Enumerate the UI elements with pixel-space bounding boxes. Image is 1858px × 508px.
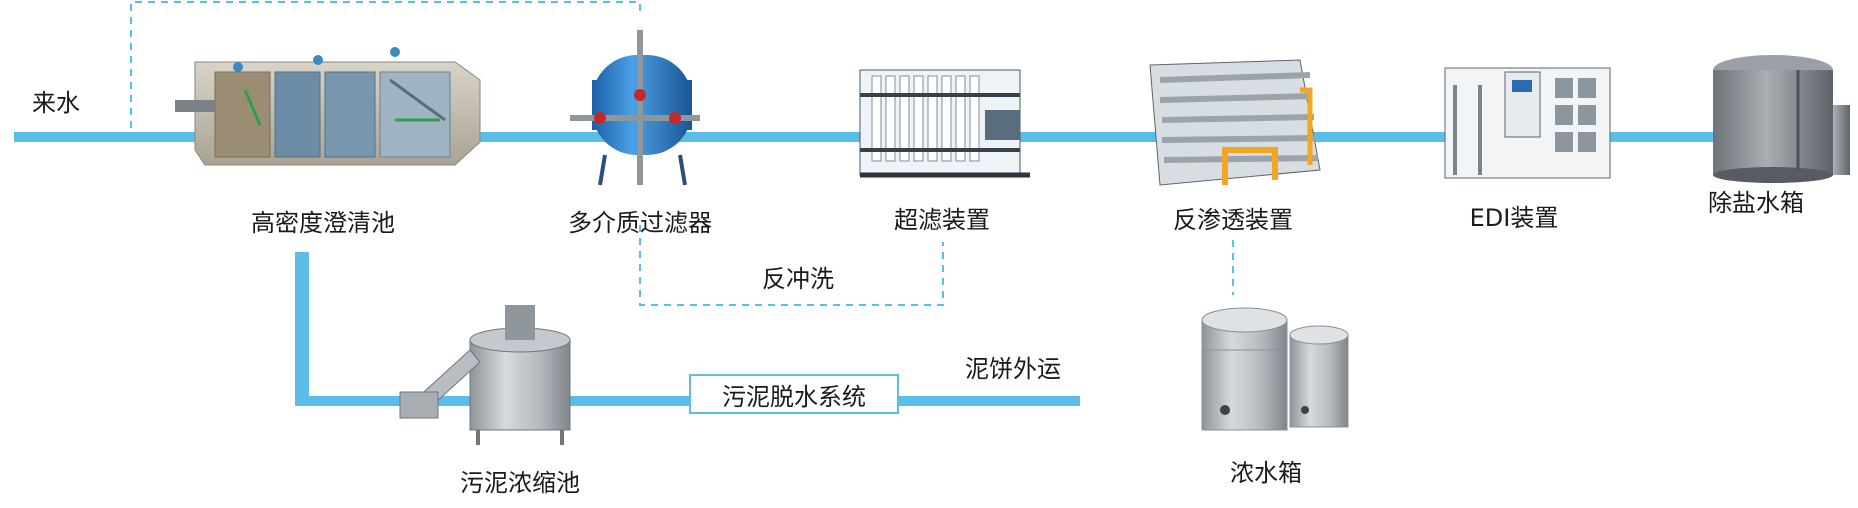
concentrate-illustration <box>1201 307 1349 431</box>
ro-label: 反渗透装置 <box>1173 206 1293 234</box>
uf-label: 超滤装置 <box>894 206 990 234</box>
clarifier-illustration <box>175 47 481 166</box>
ro-illustration <box>1149 59 1321 186</box>
concentrate-label: 浓水箱 <box>1230 459 1302 487</box>
backwash-label: 反冲洗 <box>762 265 834 293</box>
edi-illustration <box>1444 67 1611 179</box>
thickener-illustration <box>399 305 571 445</box>
thickener-label: 污泥浓缩池 <box>460 469 580 497</box>
mmf-label: 多介质过滤器 <box>568 209 712 237</box>
backwash-dashed-line <box>639 225 944 306</box>
clarifier-label: 高密度澄清池 <box>251 209 395 237</box>
tank-illustration <box>1713 55 1850 183</box>
cake-label: 泥饼外运 <box>965 355 1061 383</box>
mmf-illustration <box>570 30 700 186</box>
top-dashed-line <box>130 1 641 128</box>
dewatering-box: 污泥脱水系统 <box>689 374 899 414</box>
tank-label: 除盐水箱 <box>1708 189 1804 217</box>
inlet-label: 来水 <box>32 89 80 117</box>
uf-illustration <box>859 69 1030 178</box>
edi-label: EDI装置 <box>1469 204 1559 232</box>
sludge-pipe <box>295 252 1080 406</box>
